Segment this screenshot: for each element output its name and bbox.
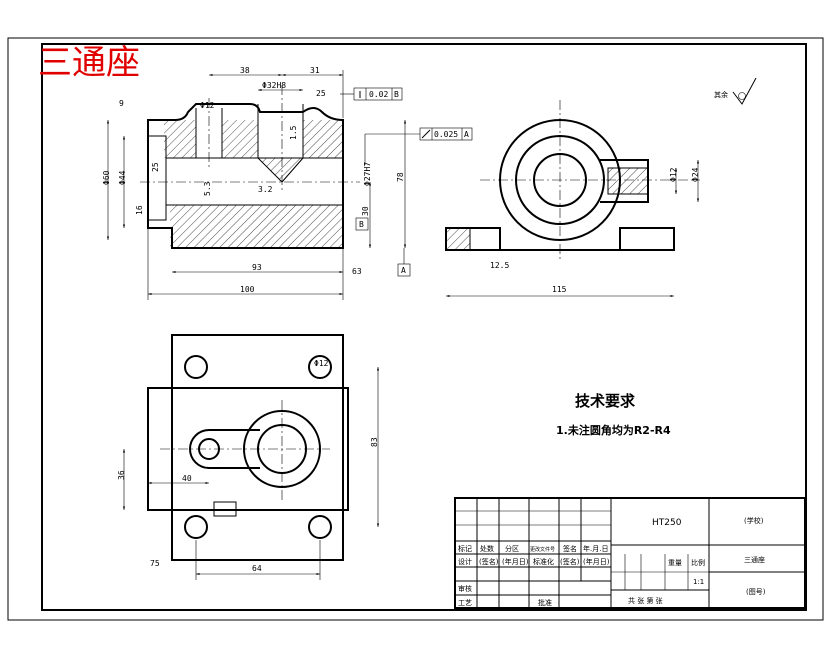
dim-6-3: 63 [352,267,362,276]
dim-phi60: Φ60 [102,170,111,185]
dim-36: 36 [117,470,126,480]
dim-75: 75 [150,559,160,568]
drawing-title: 三通座 [38,43,140,83]
tb-r4-c4: 批准 [538,598,552,607]
tb-r2-c6: (年月日) [583,557,610,566]
tb-r2-c5: (签名) [560,557,580,566]
dim-phi12-top: Φ12 [314,359,329,368]
dim-100: 100 [240,285,255,294]
requirement-1: 1.未注圆角均为R2-R4 [556,423,671,437]
dim-64: 64 [252,564,262,573]
par-datum: A [464,130,469,139]
dim-83: 83 [370,437,379,447]
inner-border [41,43,807,611]
tb-r1-c5: 签名 [563,544,577,553]
dim-38: 38 [240,66,250,75]
outer-border [7,37,824,621]
tb-r2-c1: 设计 [458,557,472,566]
dim-phi12-side: Φ12 [669,167,678,182]
dim-phi24: Φ24 [691,167,700,182]
perp-value: 0.02 [369,90,388,99]
tb-r4-c1: 工艺 [458,599,472,607]
dim-12-5: 12.5 [490,261,509,270]
tb-r1-c6: 年.月.日 [583,544,608,553]
scale-label: 比例 [691,558,705,567]
material: HT250 [652,518,682,528]
sheet-count: 共 张 第 张 [628,596,663,605]
dim-phi27: Φ27H7 [363,162,372,186]
tb-r2-c4: 标准化 [533,557,554,566]
scale-value: 1:1 [693,578,704,586]
dim-9: 9 [119,99,124,108]
school: (学校) [744,516,764,525]
tb-r3-c1: 审核 [458,584,472,593]
dim-5-3: 5.3 [203,181,212,196]
tb-r1-c3: 分区 [505,544,519,553]
side-view: Φ12 Φ24 12.5 115 [445,100,700,298]
weight-label: 重量 [668,559,682,567]
dim-78: 78 [396,172,405,182]
surface-finish-symbol: 其余 [714,77,757,105]
dim-40: 40 [182,474,192,483]
title-block: HT250 (学校) 三通座 (图号) 标记 处数 分区 更改文件号 签名 年.… [454,497,806,609]
tb-r1-c4: 更改文件号 [530,546,555,553]
dim-30: 30 [361,206,370,216]
front-view: 38 31 9 Φ32H8 Φ12 25 0.02 B 0.025 A 1.5 … [102,66,473,300]
dim-phi32: Φ32H8 [262,81,286,90]
dim-1-5: 1.5 [289,125,298,140]
surface-finish-label: 其余 [714,90,728,99]
dim-93: 93 [252,263,262,272]
part-name: 三通座 [744,555,765,564]
datum-b: B [359,220,364,229]
dim-115: 115 [552,285,567,294]
dim-25: 25 [316,89,326,98]
perp-datum: B [394,90,399,99]
requirements-title: 技术要求 [575,392,636,410]
dim-phi44: Φ44 [118,170,127,185]
drawing-no: (图号) [746,588,766,596]
datum-a: A [401,266,406,275]
dim-r25: 25 [151,162,160,172]
par-value: 0.025 [434,130,458,139]
dim-phi12: Φ12 [200,101,215,110]
technical-requirements: 技术要求 1.未注圆角均为R2-R4 [556,392,671,437]
dim-31: 31 [310,66,320,75]
top-view: 83 Φ12 40 36 64 75 [117,334,380,580]
dim-16: 16 [135,205,144,215]
tb-r2-c3: (年月日) [502,557,529,566]
tb-r1-c2: 处数 [480,544,494,553]
tb-r1-c1: 标记 [458,544,472,553]
dim-3-2: 3.2 [258,185,273,194]
tb-r2-c2: (签名) [479,557,499,566]
